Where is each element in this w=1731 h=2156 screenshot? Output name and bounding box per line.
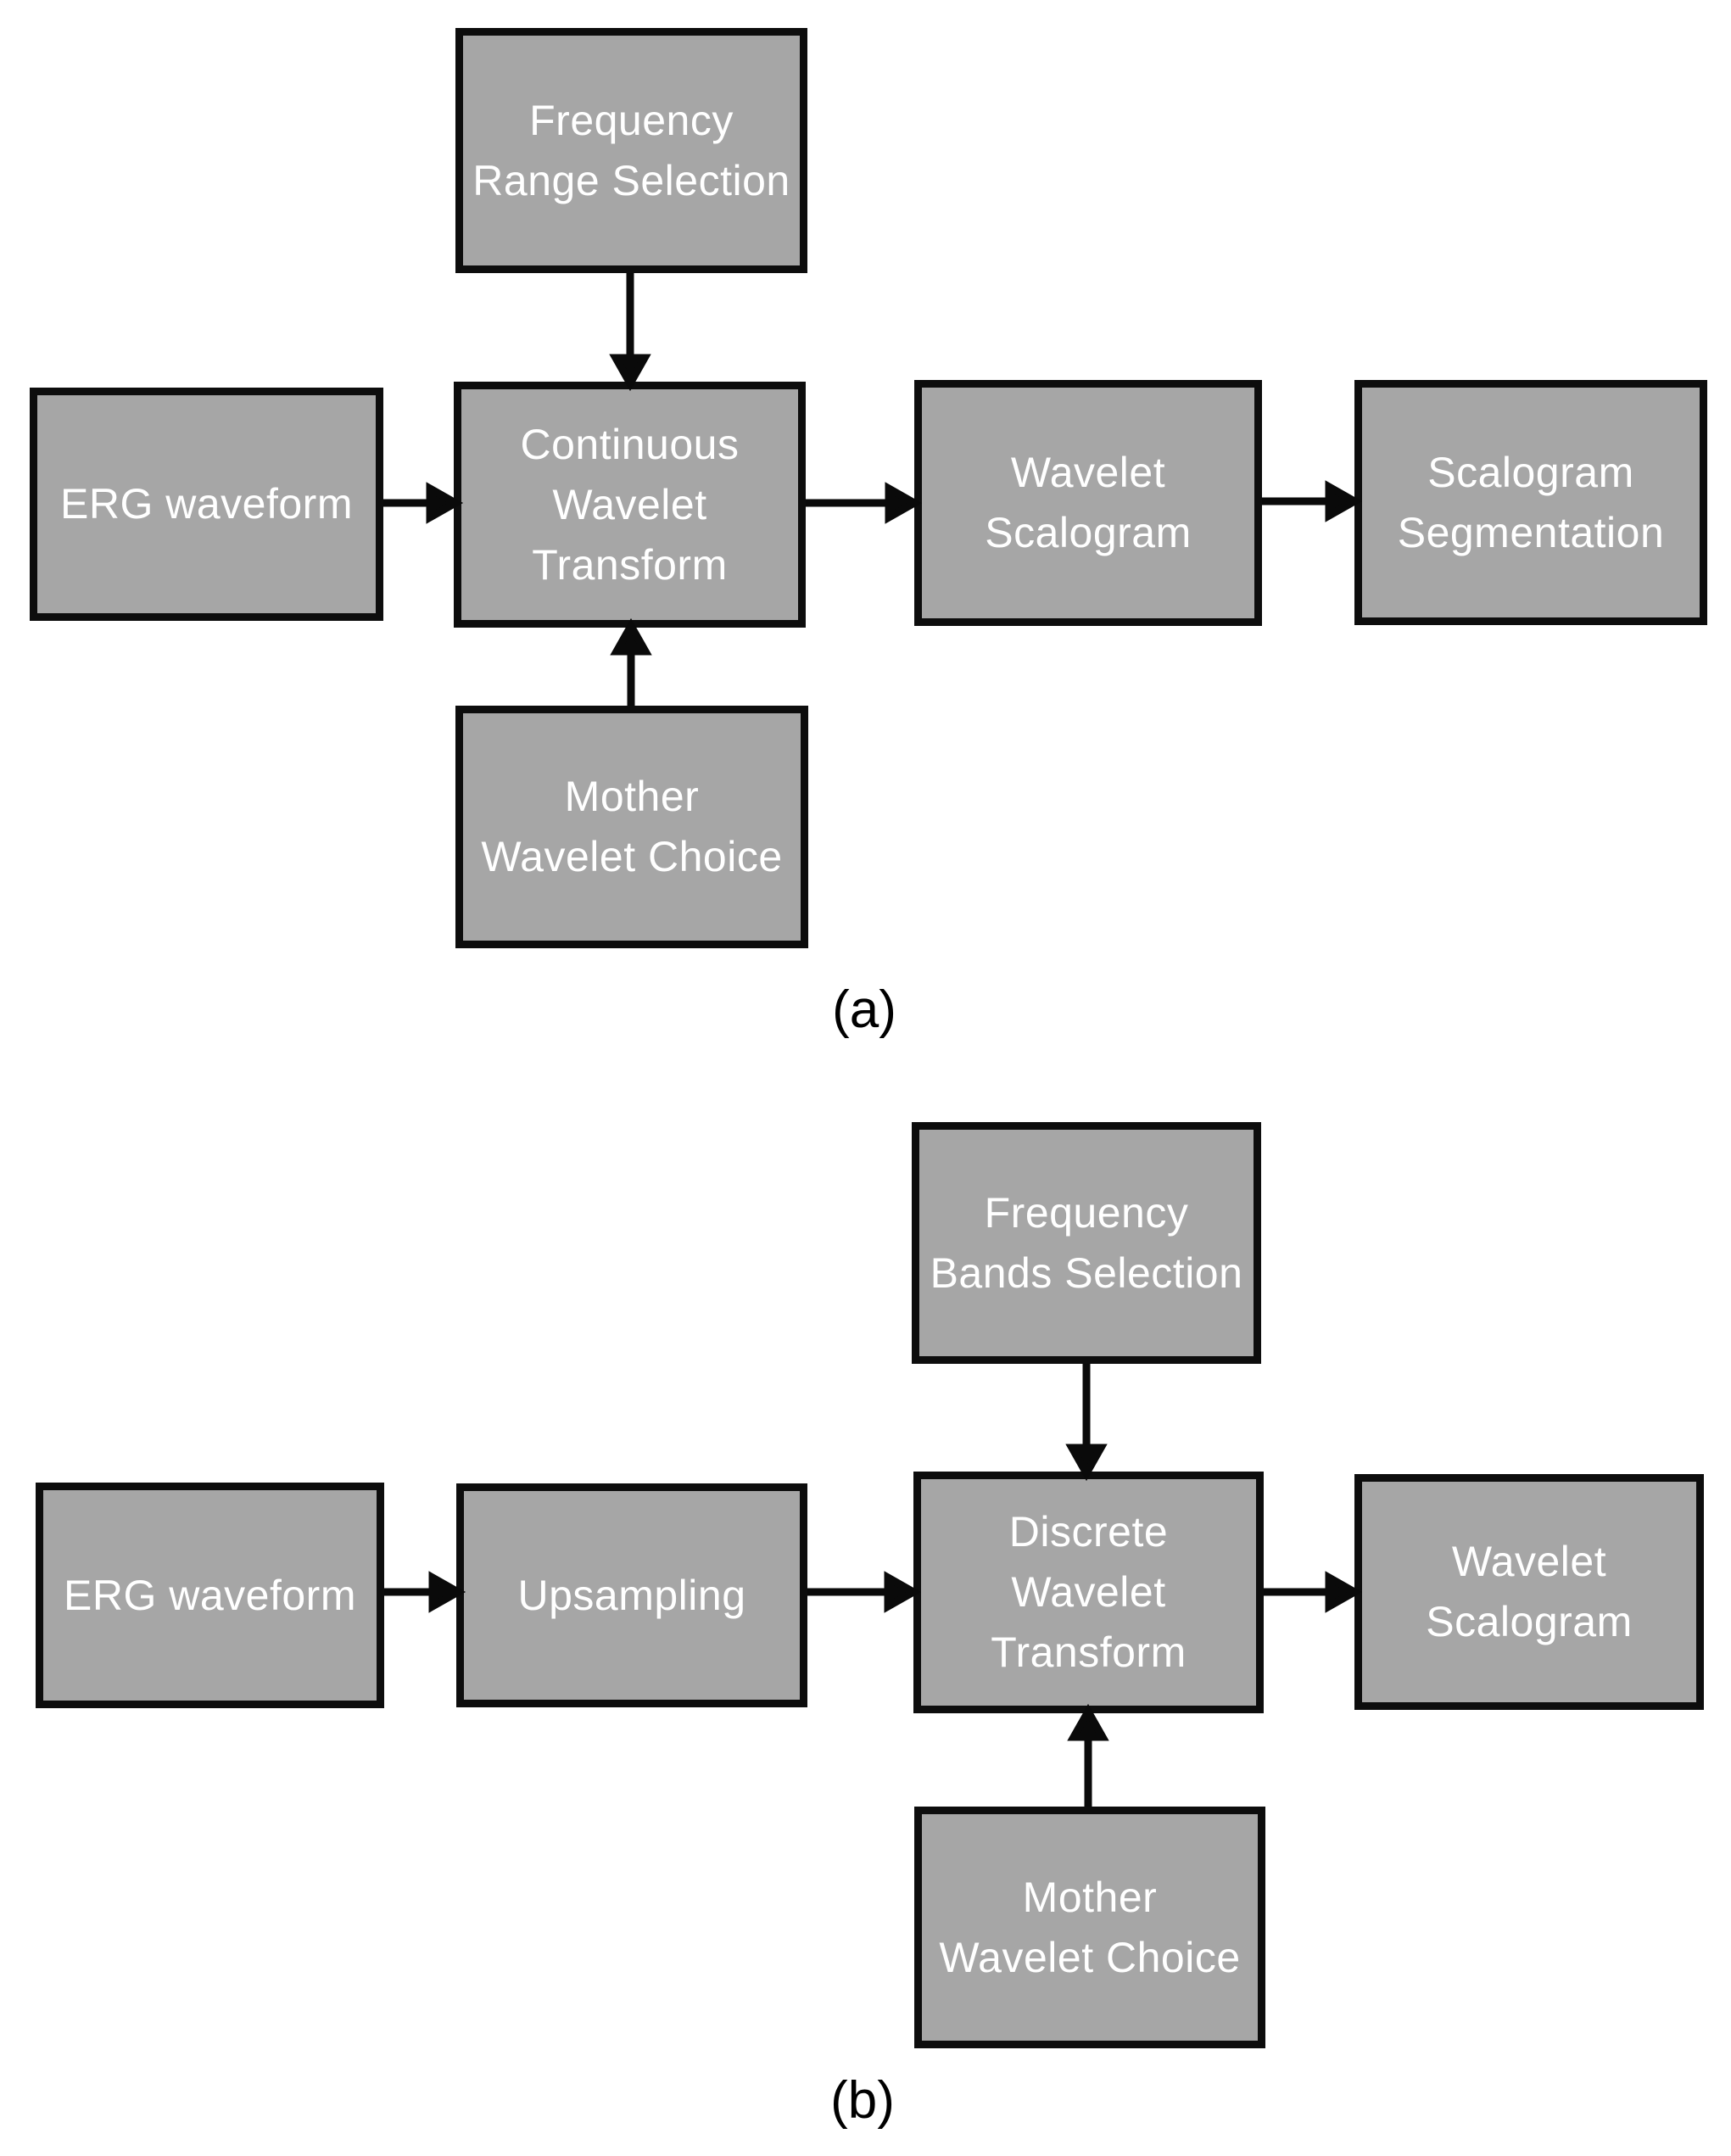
node-wavelet-scalogram-a-label: Wavelet Scalogram: [985, 449, 1192, 556]
node-mother-wavelet-choice-b-label: Mother Wavelet Choice: [939, 1873, 1241, 1981]
node-erg-waveform-a: ERG waveform: [30, 388, 383, 621]
node-erg-waveform-b-label: ERG waveform: [64, 1571, 356, 1619]
node-continuous-wavelet-transform: Continuous Wavelet Transform: [454, 382, 806, 628]
node-upsampling-label: Upsampling: [517, 1571, 746, 1619]
arrowhead-upsampling-to-dwt: [884, 1571, 922, 1613]
arrowhead-erg-to-upsampling: [428, 1571, 466, 1613]
node-mother-wavelet-choice-a-label: Mother Wavelet Choice: [481, 773, 783, 880]
node-scalogram-segmentation: Scalogram Segmentation: [1354, 380, 1707, 625]
node-wavelet-scalogram-a: Wavelet Scalogram: [914, 380, 1262, 626]
arrowhead-erg-to-cwt: [426, 482, 464, 524]
node-continuous-wavelet-transform-label: Continuous Wavelet Transform: [520, 420, 740, 589]
node-discrete-wavelet-transform-label: Discrete Wavelet Transform: [991, 1508, 1187, 1676]
node-frequency-range-selection: Frequency Range Selection: [455, 28, 807, 273]
node-scalogram-segmentation-label: Scalogram Segmentation: [1397, 448, 1665, 556]
node-erg-waveform-a-label: ERG waveform: [60, 480, 353, 528]
node-wavelet-scalogram-b-label: Wavelet Scalogram: [1426, 1538, 1633, 1645]
panel-a-label: (a): [832, 980, 896, 1039]
node-wavelet-scalogram-b: Wavelet Scalogram: [1354, 1474, 1704, 1710]
node-discrete-wavelet-transform: Discrete Wavelet Transform: [913, 1472, 1264, 1713]
node-frequency-range-selection-label: Frequency Range Selection: [472, 96, 790, 204]
node-frequency-bands-selection: Frequency Bands Selection: [912, 1122, 1261, 1364]
node-erg-waveform-b: ERG waveform: [36, 1483, 384, 1708]
node-frequency-bands-selection-label: Frequency Bands Selection: [930, 1188, 1243, 1297]
arrowhead-cwt-to-wavelet-scalogram: [885, 482, 923, 524]
arrowhead-frequency-bands-to-dwt: [1065, 1444, 1108, 1482]
node-upsampling: Upsampling: [456, 1483, 807, 1707]
arrowhead-frequency-range-to-cwt: [609, 354, 651, 392]
node-mother-wavelet-choice-a: Mother Wavelet Choice: [455, 706, 808, 948]
node-mother-wavelet-choice-b: Mother Wavelet Choice: [914, 1807, 1265, 2048]
arrowhead-mother-wavelet-to-cwt: [610, 617, 652, 656]
arrowhead-dwt-to-wavelet-scalogram: [1325, 1571, 1363, 1613]
arrowhead-wavelet-scalogram-to-segmentation: [1325, 480, 1363, 522]
panel-b-label: (b): [830, 2071, 895, 2130]
arrowhead-mother-wavelet-to-dwt: [1067, 1703, 1109, 1741]
